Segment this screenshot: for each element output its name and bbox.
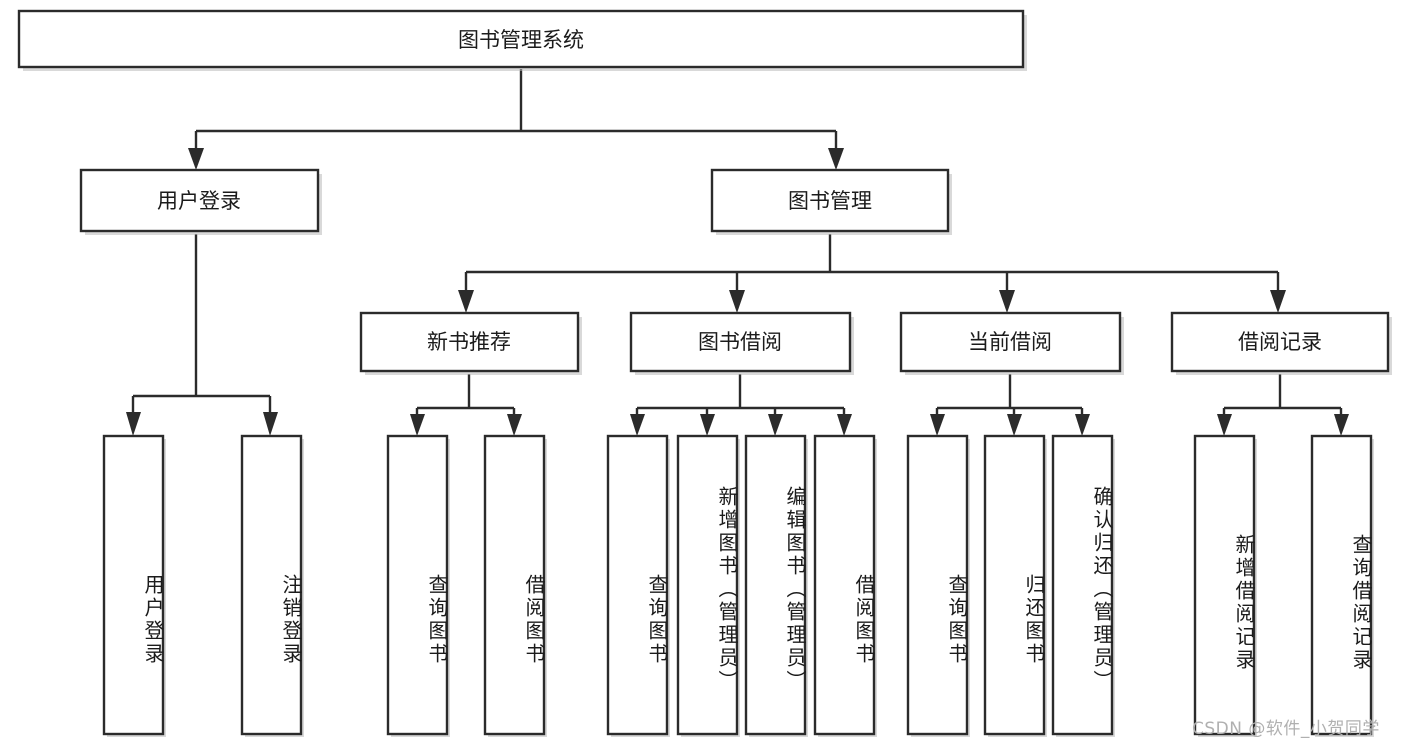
node-book-management-label: 图书管理 bbox=[788, 189, 872, 213]
node-new-book-recommend-box[interactable] bbox=[359, 311, 580, 373]
node-book-borrow-box[interactable] bbox=[629, 311, 852, 373]
node-current-borrow[interactable]: 当前借阅 bbox=[899, 311, 1124, 375]
arrow-newbook-to-leaf2 bbox=[507, 414, 522, 436]
node-book-management[interactable]: 图书管理 bbox=[710, 168, 952, 235]
leaf-query-borrow-record-box[interactable] bbox=[1310, 434, 1373, 736]
leaf-query-book-2-box[interactable] bbox=[606, 434, 669, 736]
node-borrow-record-box[interactable] bbox=[1170, 311, 1390, 373]
connectors-group bbox=[126, 69, 1349, 436]
node-user-login-box[interactable] bbox=[79, 168, 320, 233]
arrow-bookmgmt-to-borrowrecord bbox=[1270, 290, 1286, 313]
arrow-root-to-user-login bbox=[188, 148, 204, 170]
node-root-box[interactable] bbox=[17, 9, 1025, 69]
arrow-bookborrow-to-leaf1 bbox=[630, 414, 645, 436]
leaf-boxes-group bbox=[102, 434, 1374, 737]
node-new-book-recommend-label: 新书推荐 bbox=[427, 330, 511, 354]
node-current-borrow-label: 当前借阅 bbox=[968, 330, 1052, 354]
node-borrow-record-label: 借阅记录 bbox=[1238, 330, 1322, 354]
node-root-label: 图书管理系统 bbox=[458, 28, 584, 52]
csdn-watermark: CSDN @软件_小贺同学 bbox=[1192, 719, 1380, 739]
arrow-bookborrow-to-leaf3 bbox=[768, 414, 783, 436]
arrow-userlogin-to-leaf1 bbox=[126, 412, 141, 436]
arrow-newbook-to-leaf1 bbox=[410, 414, 425, 436]
node-book-management-box[interactable] bbox=[710, 168, 950, 233]
arrow-root-to-book-management bbox=[828, 148, 844, 170]
arrow-bookmgmt-to-newbook bbox=[458, 290, 474, 313]
arrow-userlogin-to-leaf2 bbox=[263, 412, 278, 436]
leaf-add-borrow-record-box[interactable] bbox=[1193, 434, 1256, 736]
arrow-bookmgmt-to-bookborrow bbox=[729, 290, 745, 313]
arrow-borrowrecord-to-leaf2 bbox=[1334, 414, 1349, 436]
node-book-borrow[interactable]: 图书借阅 bbox=[629, 311, 854, 375]
leaf-edit-book-admin-box[interactable] bbox=[744, 434, 807, 736]
leaf-query-book-3-box[interactable] bbox=[906, 434, 969, 736]
leaf-add-book-admin-box[interactable] bbox=[676, 434, 739, 736]
leaf-borrow-book-1-box[interactable] bbox=[483, 434, 546, 736]
arrow-currentborrow-to-leaf3 bbox=[1075, 414, 1090, 436]
arrow-bookmgmt-to-currentborrow bbox=[999, 290, 1015, 313]
node-root[interactable]: 图书管理系统 bbox=[17, 9, 1027, 71]
node-user-login-label: 用户登录 bbox=[157, 189, 241, 213]
node-borrow-record[interactable]: 借阅记录 bbox=[1170, 311, 1392, 375]
node-book-borrow-label: 图书借阅 bbox=[698, 330, 782, 354]
arrow-currentborrow-to-leaf1 bbox=[930, 414, 945, 436]
leaf-confirm-return-admin-box[interactable] bbox=[1051, 434, 1114, 736]
arrow-bookborrow-to-leaf4 bbox=[837, 414, 852, 436]
arrow-bookborrow-to-leaf2 bbox=[700, 414, 715, 436]
arrow-currentborrow-to-leaf2 bbox=[1007, 414, 1022, 436]
leaf-borrow-book-2-box[interactable] bbox=[813, 434, 876, 736]
leaf-logout-login-box[interactable] bbox=[240, 434, 303, 736]
leaf-user-login-box[interactable] bbox=[102, 434, 165, 736]
node-user-login[interactable]: 用户登录 bbox=[79, 168, 322, 235]
leaf-return-book-box[interactable] bbox=[983, 434, 1046, 736]
node-new-book-recommend[interactable]: 新书推荐 bbox=[359, 311, 582, 375]
leaf-query-book-1-box[interactable] bbox=[386, 434, 449, 736]
arrow-borrowrecord-to-leaf1 bbox=[1217, 414, 1232, 436]
node-current-borrow-box[interactable] bbox=[899, 311, 1122, 373]
